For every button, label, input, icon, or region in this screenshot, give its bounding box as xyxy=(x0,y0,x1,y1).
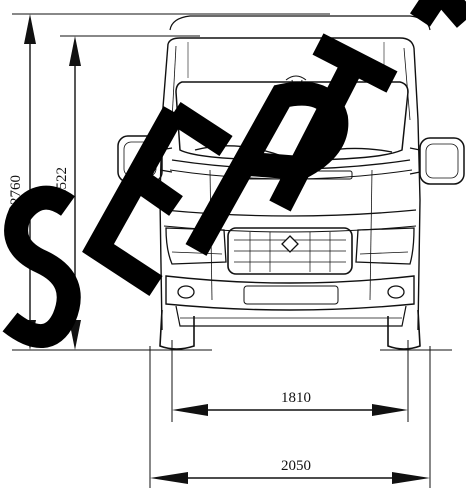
front-fascia-upper xyxy=(163,209,417,217)
overall-width-dimension: 2050 xyxy=(149,346,431,488)
headlight-right xyxy=(355,227,415,265)
fog-light-right xyxy=(387,285,405,299)
headlight-left xyxy=(165,227,227,265)
side-mirror-right xyxy=(419,137,465,185)
wheel-left xyxy=(159,309,195,350)
headlight-right-detail xyxy=(359,251,409,255)
undercarriage xyxy=(175,305,407,327)
body-seam xyxy=(369,169,373,301)
arrow-head xyxy=(172,404,208,416)
side-mirror-right-arm xyxy=(409,147,421,175)
arrow-head xyxy=(24,14,36,44)
watermark-letter-e xyxy=(82,101,233,297)
body-left-side xyxy=(159,43,169,331)
grille xyxy=(227,227,353,275)
license-plate-area xyxy=(243,285,339,305)
mirror-mount xyxy=(285,75,307,81)
body-right-side xyxy=(413,47,421,331)
watermark xyxy=(2,0,466,348)
track-width-dimension: 1810 xyxy=(171,340,409,422)
arrow-head xyxy=(372,404,408,416)
cab-roof xyxy=(167,37,415,49)
watermark-letter-a xyxy=(410,0,466,28)
brand-logo xyxy=(281,235,299,253)
watermark-letter-t xyxy=(269,33,398,212)
arrow-head xyxy=(392,472,430,484)
fog-light-left xyxy=(177,285,195,299)
overall-width-label: 2050 xyxy=(281,458,311,474)
arrow-head xyxy=(150,472,188,484)
front-bumper xyxy=(165,275,415,311)
wheel-right xyxy=(387,309,421,350)
roof-cap xyxy=(169,15,431,31)
side-mirror-right-glass xyxy=(425,143,459,179)
headlight-left-detail xyxy=(171,251,223,255)
watermark-letter-s xyxy=(2,185,81,348)
track-width-label: 1810 xyxy=(281,390,311,406)
pillar-left xyxy=(171,45,177,121)
arrow-head xyxy=(69,36,81,66)
pillar-right xyxy=(403,47,411,121)
